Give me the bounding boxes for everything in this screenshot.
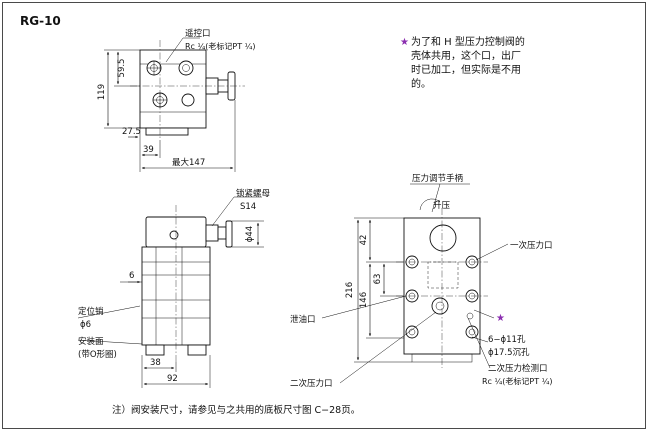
locknut	[205, 224, 219, 242]
footnote: 注）阀安装尺寸，请参见与之共用的底板尺寸图 C−28页。	[112, 404, 360, 416]
drawing-frame	[2, 2, 646, 429]
top-view: 遥控口 Rc ¼(老标记PT ¼) 119 59.5 27.5 39 最大147	[97, 28, 256, 172]
note-line-2: 壳体共用，这个口，出厂	[411, 49, 521, 62]
drain-port-label: 泄油口	[290, 314, 316, 325]
dim-38: 38	[150, 358, 161, 368]
note-star: ★	[400, 37, 409, 48]
secondary-port-label: 二次压力口	[290, 378, 333, 389]
locknut-size: S14	[240, 202, 256, 212]
note-text: 为了和 H 型压力控制阀的 壳体共用，这个口，出厂 时已加工，但实际是不用 的。	[411, 35, 525, 90]
remote-port-label: 遥控口	[185, 28, 211, 39]
locating-pin-size: ϕ6	[80, 320, 91, 330]
dim-119: 119	[97, 84, 107, 100]
remote-port-size: Rc ¼(老标记PT ¼)	[185, 41, 256, 51]
primary-port-label: 一次压力口	[510, 240, 553, 251]
dim-phi44: ϕ44	[245, 226, 255, 242]
dim-59-5: 59.5	[117, 59, 127, 78]
dim-39: 39	[143, 145, 154, 155]
dim-max-147: 最大147	[172, 157, 205, 168]
dim-146: 146	[359, 292, 369, 308]
locknut-label: 锁紧螺母	[236, 188, 270, 199]
dim-63: 63	[373, 274, 383, 285]
adjust-handle	[429, 224, 457, 252]
dim-27-5: 27.5	[122, 127, 141, 137]
secondary-gauge-size: Rc ¼(老标记PT ¼)	[482, 376, 553, 386]
note-line-4: 的。	[411, 77, 431, 90]
front-adjust-knob	[225, 220, 233, 248]
port-boss-4	[181, 93, 195, 107]
hole-label: 6−ϕ11孔	[488, 335, 526, 345]
adjust-handle-label: 压力调节手柄	[412, 173, 464, 184]
front-view: 锁紧螺母 S14 ϕ44 6 定位销 ϕ6 安装面 (带O形圈) 38 92	[77, 188, 270, 388]
note-line-1: 为了和 H 型压力控制阀的	[411, 35, 525, 48]
locating-pin-label: 定位销	[78, 306, 104, 317]
note-line-3: 时已加工，但实际是不用	[411, 63, 521, 76]
dim-92: 92	[167, 374, 178, 384]
top-view-body	[139, 49, 207, 129]
counterbore-label: ϕ17.5沉孔	[488, 348, 530, 358]
bottom-view: 压力调节手柄 升压 一次压力口 泄油口 二次压力口 ★ 6−ϕ11孔 ϕ17.5…	[290, 173, 553, 389]
mounting-face-sub: (带O形圈)	[78, 350, 117, 360]
dim-6: 6	[129, 271, 134, 281]
pressure-up-label: 升压	[433, 200, 451, 211]
mounting-face-label: 安装面	[78, 336, 104, 347]
bottom-star: ★	[496, 313, 505, 324]
secondary-gauge-label: 二次压力检测口	[488, 363, 548, 374]
dim-42: 42	[359, 235, 369, 246]
dim-216: 216	[345, 282, 355, 298]
port-boss-2	[178, 60, 194, 76]
page-title: RG-10	[20, 14, 61, 28]
